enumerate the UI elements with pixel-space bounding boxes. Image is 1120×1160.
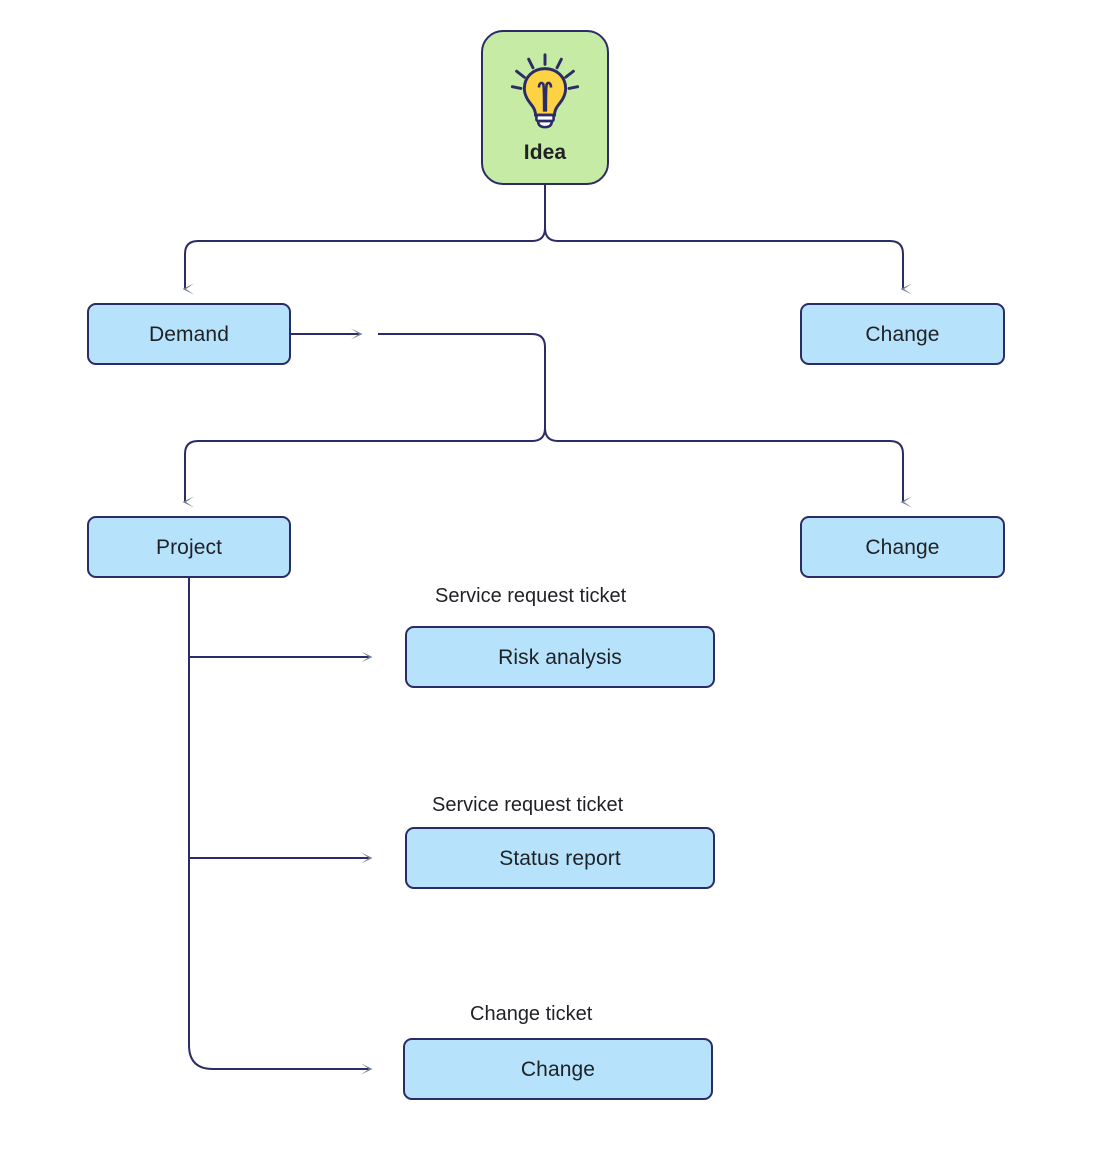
node-change-ticket[interactable]: Change [403,1038,713,1100]
caption-risk-analysis: Service request ticket [435,585,627,607]
edge-bus2-right [544,427,904,485]
node-change-top[interactable]: Change [800,303,1005,365]
edge-bus2-left [184,427,546,485]
node-change-top-label: Change [865,322,940,346]
lightbulb-icon [502,48,588,134]
caption-status-report: Service request ticket [432,794,624,816]
edge-idea-bus-left [184,227,546,272]
node-idea[interactable]: Idea [481,30,609,185]
node-change-second[interactable]: Change [800,516,1005,578]
node-change-second-label: Change [865,535,940,559]
node-project-label: Project [155,535,223,559]
node-demand[interactable]: Demand [87,303,291,365]
node-risk-analysis[interactable]: Risk analysis [405,626,715,688]
node-status-report[interactable]: Status report [405,827,715,889]
node-idea-label: Idea [523,141,567,164]
edge-project-spine [188,578,373,1075]
edge-idea-bus-right [544,227,904,272]
node-project[interactable]: Project [87,516,291,578]
node-demand-label: Demand [149,322,229,346]
caption-change-ticket: Change ticket [470,1003,593,1025]
node-risk-analysis-label: Risk analysis [498,645,622,669]
node-status-report-label: Status report [499,846,621,870]
node-change-ticket-label: Change [520,1057,596,1081]
edge-demand-to-bus [378,333,546,428]
